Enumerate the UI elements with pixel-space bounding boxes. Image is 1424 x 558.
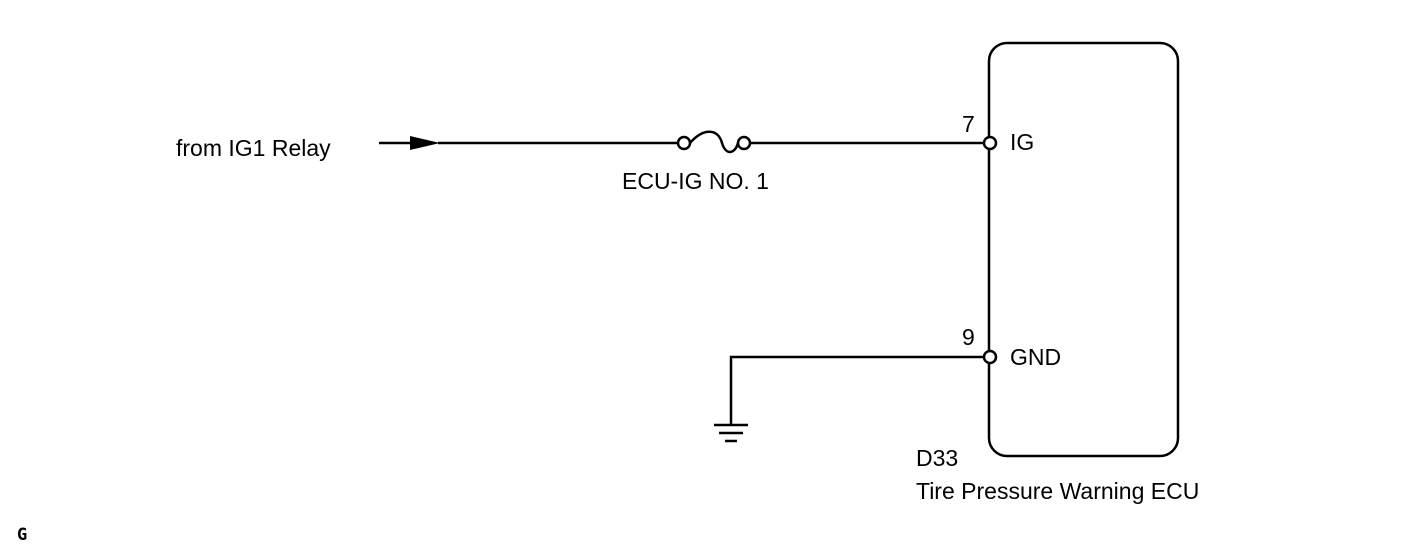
fuse-icon (676, 130, 752, 154)
ecu-name: Tire Pressure Warning ECU (916, 478, 1199, 504)
wire-to-ground (729, 355, 984, 425)
pin-gnd-name: GND (1010, 344, 1061, 370)
arrow-icon (379, 136, 440, 150)
figure-code: G (17, 525, 27, 545)
ground-icon (714, 423, 748, 443)
ecu-code: D33 (916, 445, 958, 471)
ecu-box (987, 41, 1180, 458)
pin-gnd-number: 9 (962, 324, 975, 350)
fuse-label: ECU-IG NO. 1 (622, 168, 769, 194)
pin-ig-name: IG (1010, 129, 1034, 155)
pin-gnd-terminal (982, 349, 998, 365)
pin-ig-terminal (982, 135, 998, 151)
pin-ig-number: 7 (962, 111, 975, 137)
source-label: from IG1 Relay (176, 135, 331, 161)
